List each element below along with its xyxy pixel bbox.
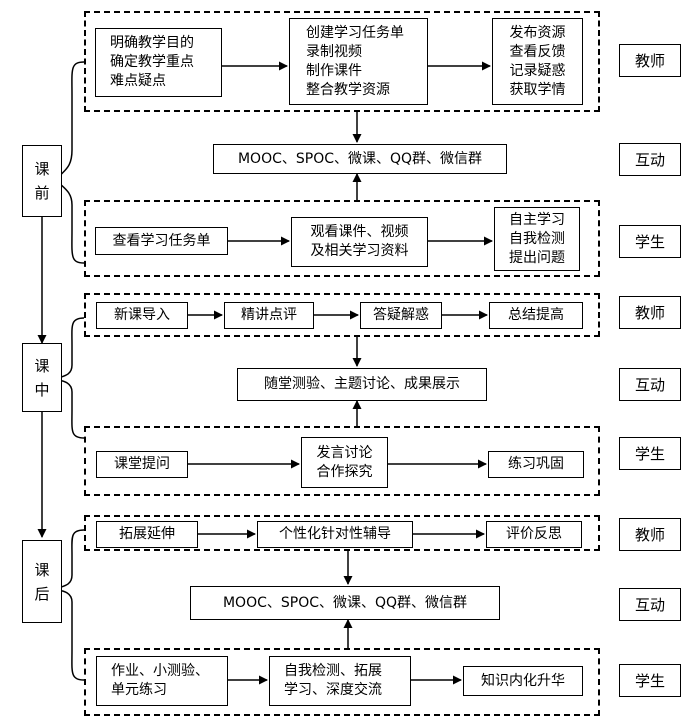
stage-post-class: 课 后 [22, 540, 62, 623]
mid-student-step-3: 练习巩固 [488, 451, 584, 478]
post-student-step-2: 自我检测、拓展 学习、深度交流 [269, 656, 411, 706]
post-teacher-step-3: 评价反思 [486, 521, 582, 548]
pre-student-step-1: 查看学习任务单 [95, 227, 228, 255]
post-student-step-3: 知识内化升华 [463, 666, 583, 696]
pre-student-group [84, 200, 600, 277]
pre-teacher-step-3: 发布资源 查看反馈 记录疑惑 获取学情 [492, 18, 583, 105]
pre-student-step-2: 观看课件、视频 及相关学习资料 [291, 217, 428, 267]
pre-teacher-step-1: 明确教学目的 确定教学重点 难点疑点 [95, 28, 222, 97]
mid-student-step-2: 发言讨论 合作探究 [301, 437, 388, 488]
role-label-teacher: 教师 [619, 296, 681, 329]
post-interaction-platforms: MOOC、SPOC、微课、QQ群、微信群 [190, 586, 500, 620]
mid-teacher-group [84, 293, 600, 337]
post-student-group [84, 648, 600, 716]
mid-teacher-step-4: 总结提高 [489, 302, 583, 329]
role-label-student: 学生 [619, 225, 681, 258]
role-label-interaction: 互动 [619, 588, 681, 621]
stage-pre-class: 课 前 [22, 145, 62, 217]
mid-teacher-step-3: 答疑解惑 [360, 302, 442, 329]
mid-student-step-1: 课堂提问 [96, 451, 188, 478]
mid-teacher-step-1: 新课导入 [96, 302, 188, 329]
mid-student-group [84, 426, 600, 496]
post-teacher-step-2: 个性化针对性辅导 [257, 521, 413, 548]
role-label-interaction: 互动 [619, 368, 681, 401]
post-teacher-group [84, 515, 600, 551]
mid-interaction-activities: 随堂测验、主题讨论、成果展示 [237, 368, 487, 401]
stage-in-class: 课 中 [22, 343, 62, 412]
role-label-teacher: 教师 [619, 44, 681, 77]
role-label-teacher: 教师 [619, 518, 681, 551]
post-student-step-1: 作业、小测验、 单元练习 [96, 656, 228, 706]
role-label-student: 学生 [619, 437, 681, 470]
pre-interaction-platforms: MOOC、SPOC、微课、QQ群、微信群 [213, 144, 507, 174]
pre-teacher-step-2: 创建学习任务单 录制视频 制作课件 整合教学资源 [289, 18, 428, 105]
role-label-student: 学生 [619, 664, 681, 697]
role-label-interaction: 互动 [619, 143, 681, 176]
pre-teacher-group [84, 11, 600, 112]
post-teacher-step-1: 拓展延伸 [96, 521, 198, 548]
pre-student-step-3: 自主学习 自我检测 提出问题 [494, 207, 580, 271]
mid-teacher-step-2: 精讲点评 [224, 302, 314, 329]
